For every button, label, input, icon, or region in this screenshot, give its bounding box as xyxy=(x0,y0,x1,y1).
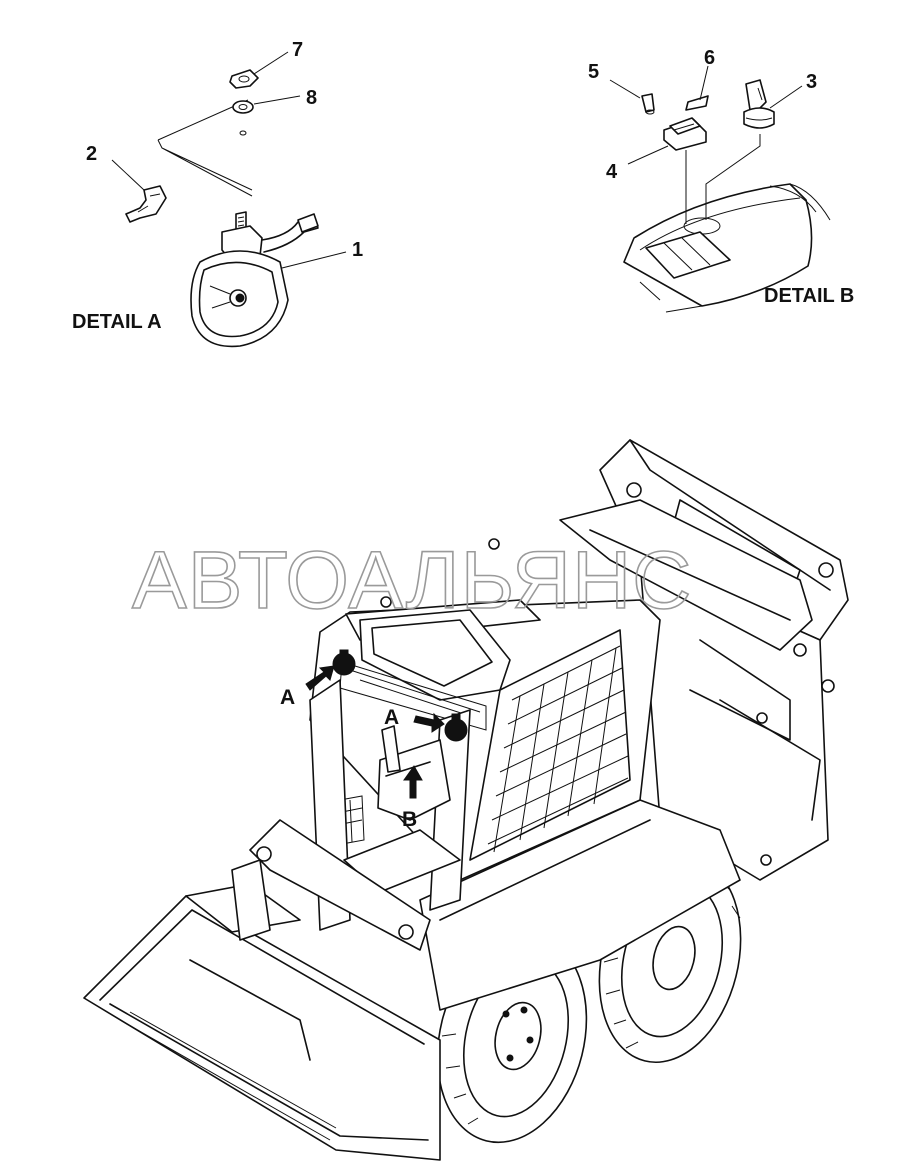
callout-1: 1 xyxy=(352,239,363,261)
callout-4: 4 xyxy=(606,161,618,183)
callout-5: 5 xyxy=(588,61,599,83)
detail-b-title: DETAIL B xyxy=(764,285,854,307)
callout-6: 6 xyxy=(704,47,715,69)
cab xyxy=(309,538,661,931)
callout-3: 3 xyxy=(806,71,817,93)
marker-a-right: A xyxy=(384,706,468,742)
rocker-switch-part xyxy=(663,117,707,151)
callout-7: 7 xyxy=(292,39,303,61)
nut-part xyxy=(229,69,259,89)
watermark-text: АВТОАЛЬЯНС xyxy=(132,535,692,626)
washer-part xyxy=(232,100,254,136)
detail-a-title: DETAIL A xyxy=(72,311,162,333)
skid-steer-loader xyxy=(83,439,849,1161)
marker-a-right-label: A xyxy=(384,706,399,729)
knob-switch-part xyxy=(743,79,775,129)
marker-a-left-label: A xyxy=(280,686,295,709)
callout-2: 2 xyxy=(86,143,97,165)
bulb-part xyxy=(641,93,655,115)
work-lamp-part xyxy=(190,211,319,348)
callout-8: 8 xyxy=(306,87,317,109)
detail-b-group: 5 6 3 4 DETAIL B xyxy=(588,47,854,313)
elbow-connector-part xyxy=(125,185,167,223)
marker-a-left: A xyxy=(280,649,356,709)
marker-b: B xyxy=(402,765,423,831)
bucket xyxy=(83,883,441,1161)
detail-a-group: 7 8 2 1 DETAIL A xyxy=(72,39,363,348)
lens-part xyxy=(685,95,709,111)
marker-b-label: B xyxy=(402,808,417,831)
